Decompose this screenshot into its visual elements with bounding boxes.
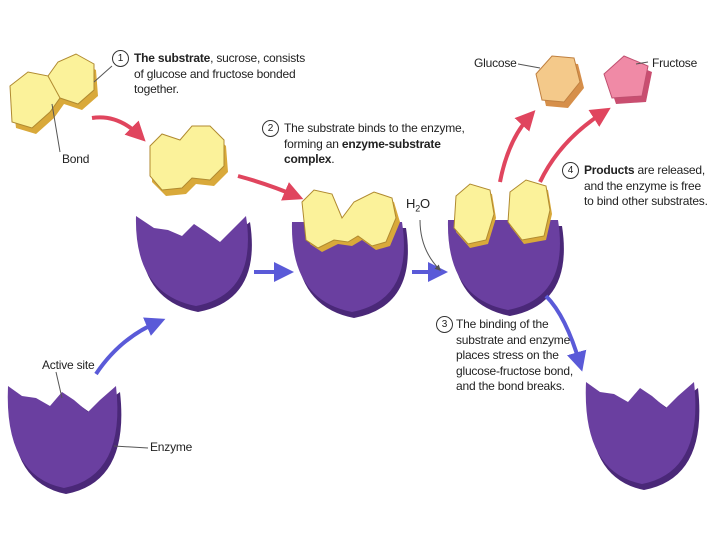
fructose-molecule: [603, 55, 652, 104]
enzyme-bond-breaking: [447, 179, 564, 316]
label-water: H2O: [406, 196, 430, 214]
step-4-number: 4: [562, 162, 579, 179]
pointer-active-site: [55, 371, 63, 399]
pointer-glucose: [517, 63, 541, 69]
arrow-enzyme-free-again: [544, 294, 587, 372]
arrow-substrate-binds: [237, 174, 304, 201]
enzyme-free-bottom-right: [585, 382, 700, 490]
glucose-molecule: [535, 55, 584, 108]
pointer-water: [419, 219, 441, 271]
pointer-bond: [51, 103, 61, 153]
step-3-text: The binding of the substrate and enzyme …: [456, 317, 574, 393]
step-1-number: 1: [112, 50, 129, 67]
label-fructose: Fructose: [652, 56, 698, 70]
step-2-number: 2: [262, 120, 279, 137]
step-2-text: The substrate binds to the enzyme, formi…: [284, 121, 465, 166]
step-4-text: Products are released, and the enzyme is…: [584, 163, 708, 208]
step-3-number: 3: [436, 316, 453, 333]
label-enzyme: Enzyme: [150, 440, 193, 454]
pointer-enzyme: [113, 445, 149, 449]
arrow-substrate-to-enzyme: [91, 115, 146, 142]
label-bond: Bond: [62, 152, 90, 166]
sucrose-substrate-approaching: [149, 125, 228, 196]
step-1-text: The substrate, sucrose, consists of gluc…: [134, 51, 305, 96]
label-active-site: Active site: [42, 358, 95, 372]
arrow-enzyme-recycled: [94, 317, 166, 376]
label-glucose: Glucose: [474, 56, 517, 70]
pointer-sucrose: [93, 65, 113, 83]
enzyme-empty-1: [135, 216, 252, 312]
enzyme-free-bottom-left: [7, 386, 122, 494]
sucrose-substrate-free: [9, 53, 98, 134]
arrow-fructose-release: [538, 107, 611, 183]
pointer-fructose: [635, 61, 649, 65]
enzyme-substrate-complex: [291, 189, 408, 318]
arrow-glucose-release: [498, 110, 536, 183]
